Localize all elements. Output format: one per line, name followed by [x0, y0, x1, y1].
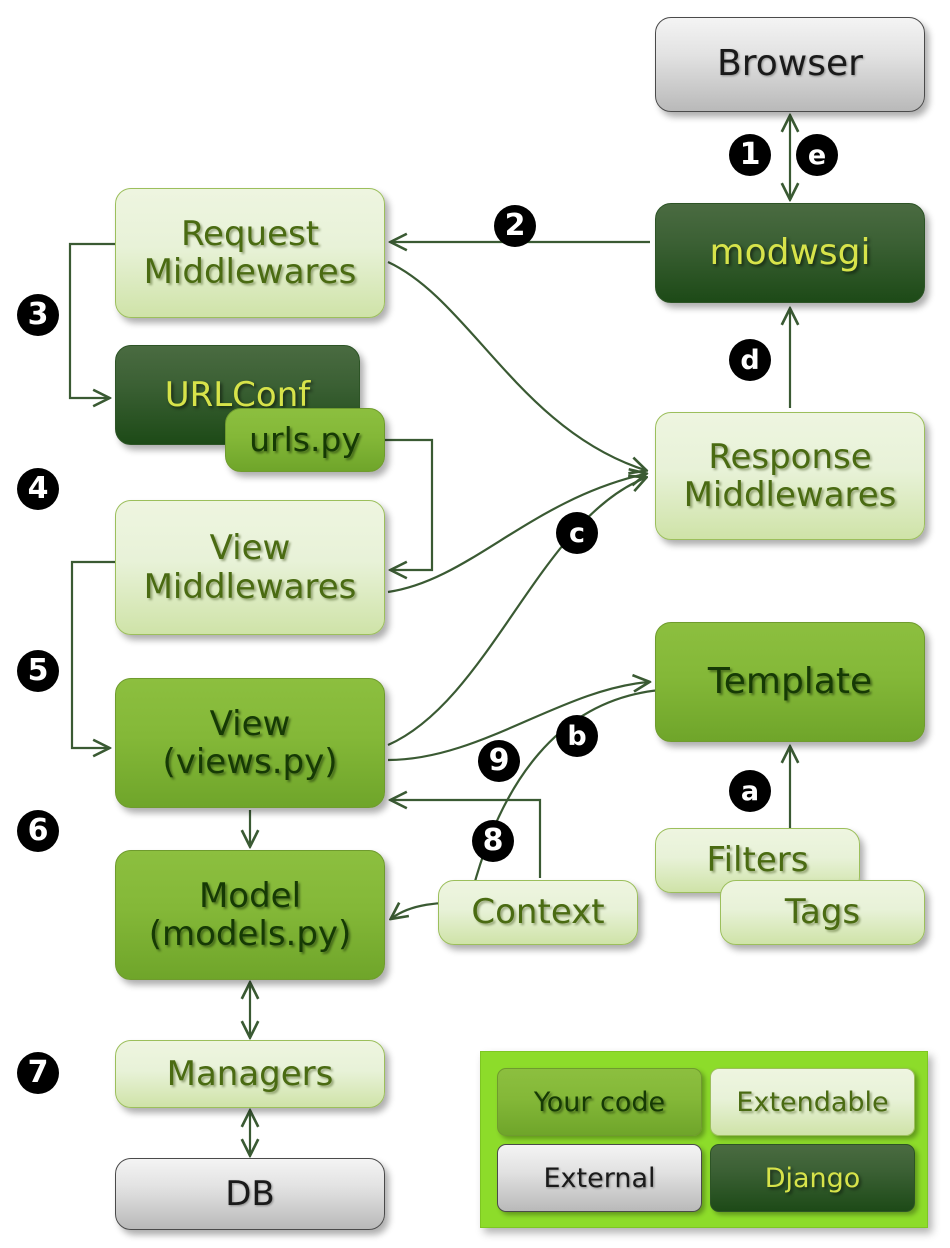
node-browser[interactable]: Browser [655, 17, 925, 112]
node-model[interactable]: Model (models.py) [115, 850, 385, 980]
step-marker-d: d [729, 339, 771, 381]
node-context[interactable]: Context [438, 880, 638, 945]
node-reqmw[interactable]: Request Middlewares [115, 188, 385, 318]
node-modwsgi[interactable]: modwsgi [655, 203, 925, 303]
node-urlspy[interactable]: urls.py [225, 408, 385, 472]
step-marker-3: 3 [17, 294, 59, 336]
step-marker-c: c [556, 512, 598, 554]
arrow-urlspy-viewmw [385, 438, 434, 570]
arrow-context-view [392, 800, 542, 878]
legend-django: Django [710, 1144, 915, 1212]
node-db[interactable]: DB [115, 1158, 385, 1230]
arrow-requestmw-responsemw [387, 261, 645, 470]
arrow-requestmw-urlconf [68, 242, 115, 398]
step-marker-7: 7 [17, 1052, 59, 1094]
arrow-view-template [387, 682, 648, 762]
node-respmw[interactable]: Response Middlewares [655, 412, 925, 540]
node-template[interactable]: Template [655, 622, 925, 742]
step-marker-4: 4 [17, 468, 59, 510]
step-marker-8: 8 [472, 820, 514, 862]
step-marker-b: b [556, 715, 598, 757]
legend-your-code: Your code [497, 1068, 702, 1136]
step-marker-6: 6 [17, 810, 59, 852]
step-marker-1: 1 [729, 134, 771, 176]
node-managers[interactable]: Managers [115, 1040, 385, 1108]
step-marker-a: a [729, 770, 771, 812]
legend-extendable: Extendable [710, 1068, 915, 1136]
node-tags[interactable]: Tags [720, 880, 925, 945]
node-viewmw[interactable]: View Middlewares [115, 500, 385, 635]
arrow-viewmw-responsemw [387, 474, 645, 594]
arrow-view-responsemw [387, 478, 645, 747]
step-marker-2: 2 [494, 205, 536, 247]
step-marker-5: 5 [17, 650, 59, 692]
legend-external: External [497, 1144, 702, 1212]
node-view[interactable]: View (views.py) [115, 678, 385, 808]
step-marker-9: 9 [478, 740, 520, 782]
arrow-viewmw-view [70, 560, 115, 748]
step-marker-e: e [796, 134, 838, 176]
